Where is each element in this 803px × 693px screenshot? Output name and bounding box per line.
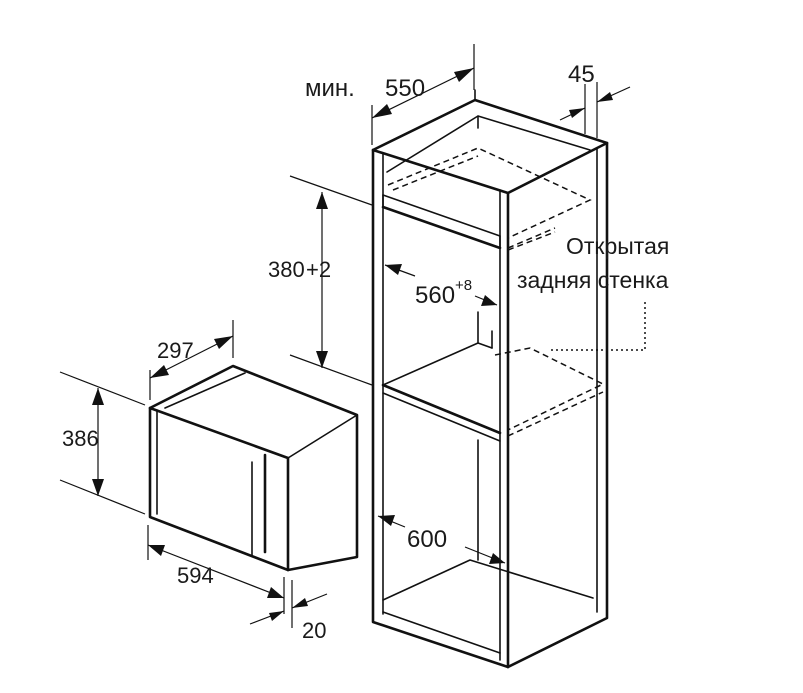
depth-dimension-lines (371, 44, 475, 145)
tall-cabinet (371, 89, 609, 669)
oven-width-dimension-lines (147, 525, 285, 614)
label-front-overhang: 20 (302, 618, 326, 643)
label-cabinet-depth-prefix: мин. (305, 75, 355, 102)
oven-depth-dimension-lines (149, 320, 234, 400)
label-oven-height: 386 (62, 426, 99, 451)
label-niche-width: 560 (415, 282, 455, 309)
oven-height-dimension-lines (59, 371, 146, 515)
label-oven-depth: 297 (157, 338, 194, 363)
niche-height-dimension-lines (289, 175, 373, 386)
label-niche-height: 380 (268, 257, 305, 282)
label-oven-width: 594 (177, 563, 214, 588)
label-cabinet-width: 600 (407, 526, 447, 553)
label-open-back-line2: задняя стенка (517, 267, 669, 293)
label-niche-height-tolerance: +2 (306, 257, 331, 282)
niche-width-dimension-lines (384, 264, 498, 306)
cabinet-width-dimension-lines (377, 515, 506, 564)
open-back-outline (387, 147, 605, 437)
label-open-back-line1: Открытая (566, 233, 669, 259)
side-gap-dimension-lines (559, 82, 631, 138)
label-side-gap: 45 (568, 61, 595, 88)
label-cabinet-depth: 550 (385, 75, 425, 102)
open-back-leader (548, 302, 646, 351)
front-overhang-dimension-lines (249, 580, 328, 628)
microwave-oven (148, 364, 359, 572)
label-niche-width-tolerance: +8 (455, 277, 472, 294)
